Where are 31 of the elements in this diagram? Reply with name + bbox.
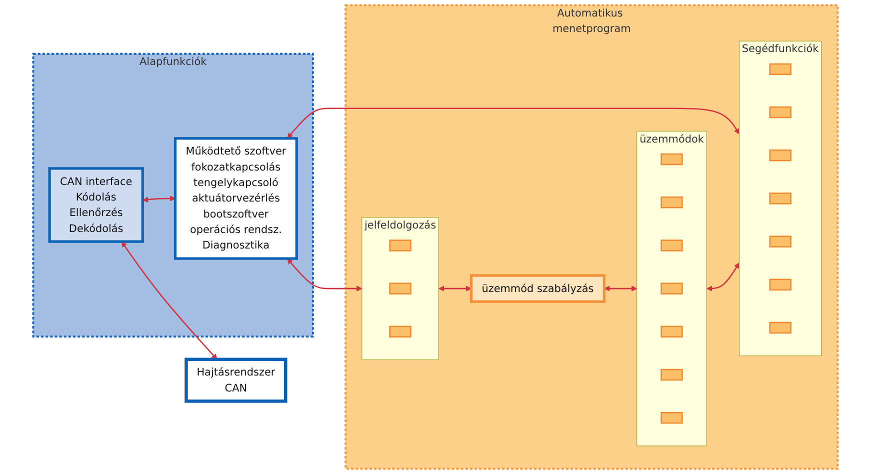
arrow bbox=[287, 258, 362, 292]
node-box bbox=[389, 282, 412, 294]
node-box bbox=[660, 153, 683, 166]
cluster: Segédfunkciók bbox=[739, 40, 822, 356]
node-box: Működtető szoftver fokozatkapcsolás tengelykapcsoló aktuátorvezérlés bootszoftver operációs rendsz. Diagnosztika bbox=[174, 137, 298, 260]
node-box bbox=[769, 150, 792, 162]
node-box bbox=[769, 106, 792, 118]
node-box: CAN interface Kódolás Ellenőrzés Dekódolás bbox=[48, 167, 144, 243]
arrow bbox=[604, 286, 638, 292]
cluster: jelfeldolgozás bbox=[362, 217, 439, 360]
node-box bbox=[660, 412, 683, 424]
arrow bbox=[706, 262, 740, 292]
node-box: üzemmód szabályzás bbox=[470, 274, 606, 303]
arrow bbox=[142, 196, 176, 202]
node-box bbox=[769, 63, 792, 76]
node-box bbox=[389, 240, 412, 252]
node-box bbox=[769, 278, 792, 291]
node-box bbox=[660, 240, 683, 252]
node-box: Hajtásrendszer CAN bbox=[184, 358, 288, 403]
node-box bbox=[660, 326, 683, 338]
arrow bbox=[287, 108, 740, 138]
node-box bbox=[769, 322, 792, 334]
node-box bbox=[389, 326, 412, 338]
node-box bbox=[769, 192, 792, 204]
node-box bbox=[660, 368, 683, 381]
arrow bbox=[122, 242, 218, 360]
node-box bbox=[660, 196, 683, 208]
node-box bbox=[769, 236, 792, 248]
node-box bbox=[660, 282, 683, 294]
arrow bbox=[438, 286, 472, 292]
cluster: üzemmódok bbox=[636, 130, 708, 446]
